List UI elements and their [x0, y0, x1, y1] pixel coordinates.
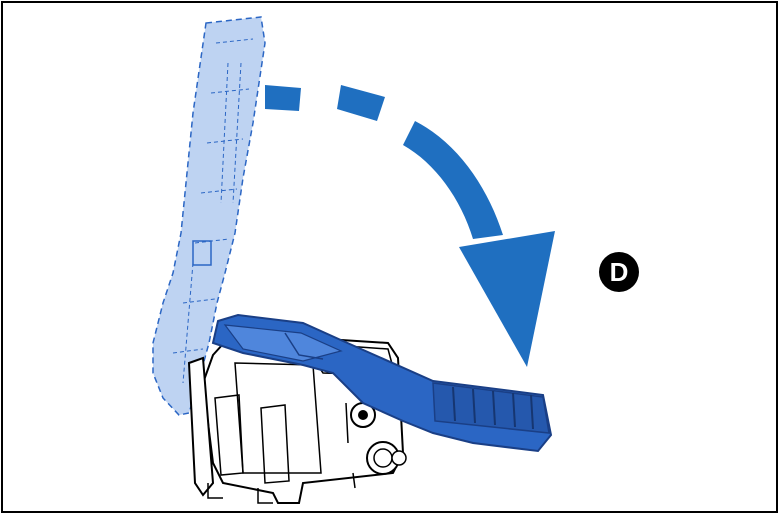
rotation-arrow	[265, 85, 555, 367]
step-badge: D	[599, 252, 639, 292]
lever-handle	[211, 313, 553, 453]
illustration	[152, 16, 555, 504]
lever-start-position-ghost	[152, 16, 266, 416]
